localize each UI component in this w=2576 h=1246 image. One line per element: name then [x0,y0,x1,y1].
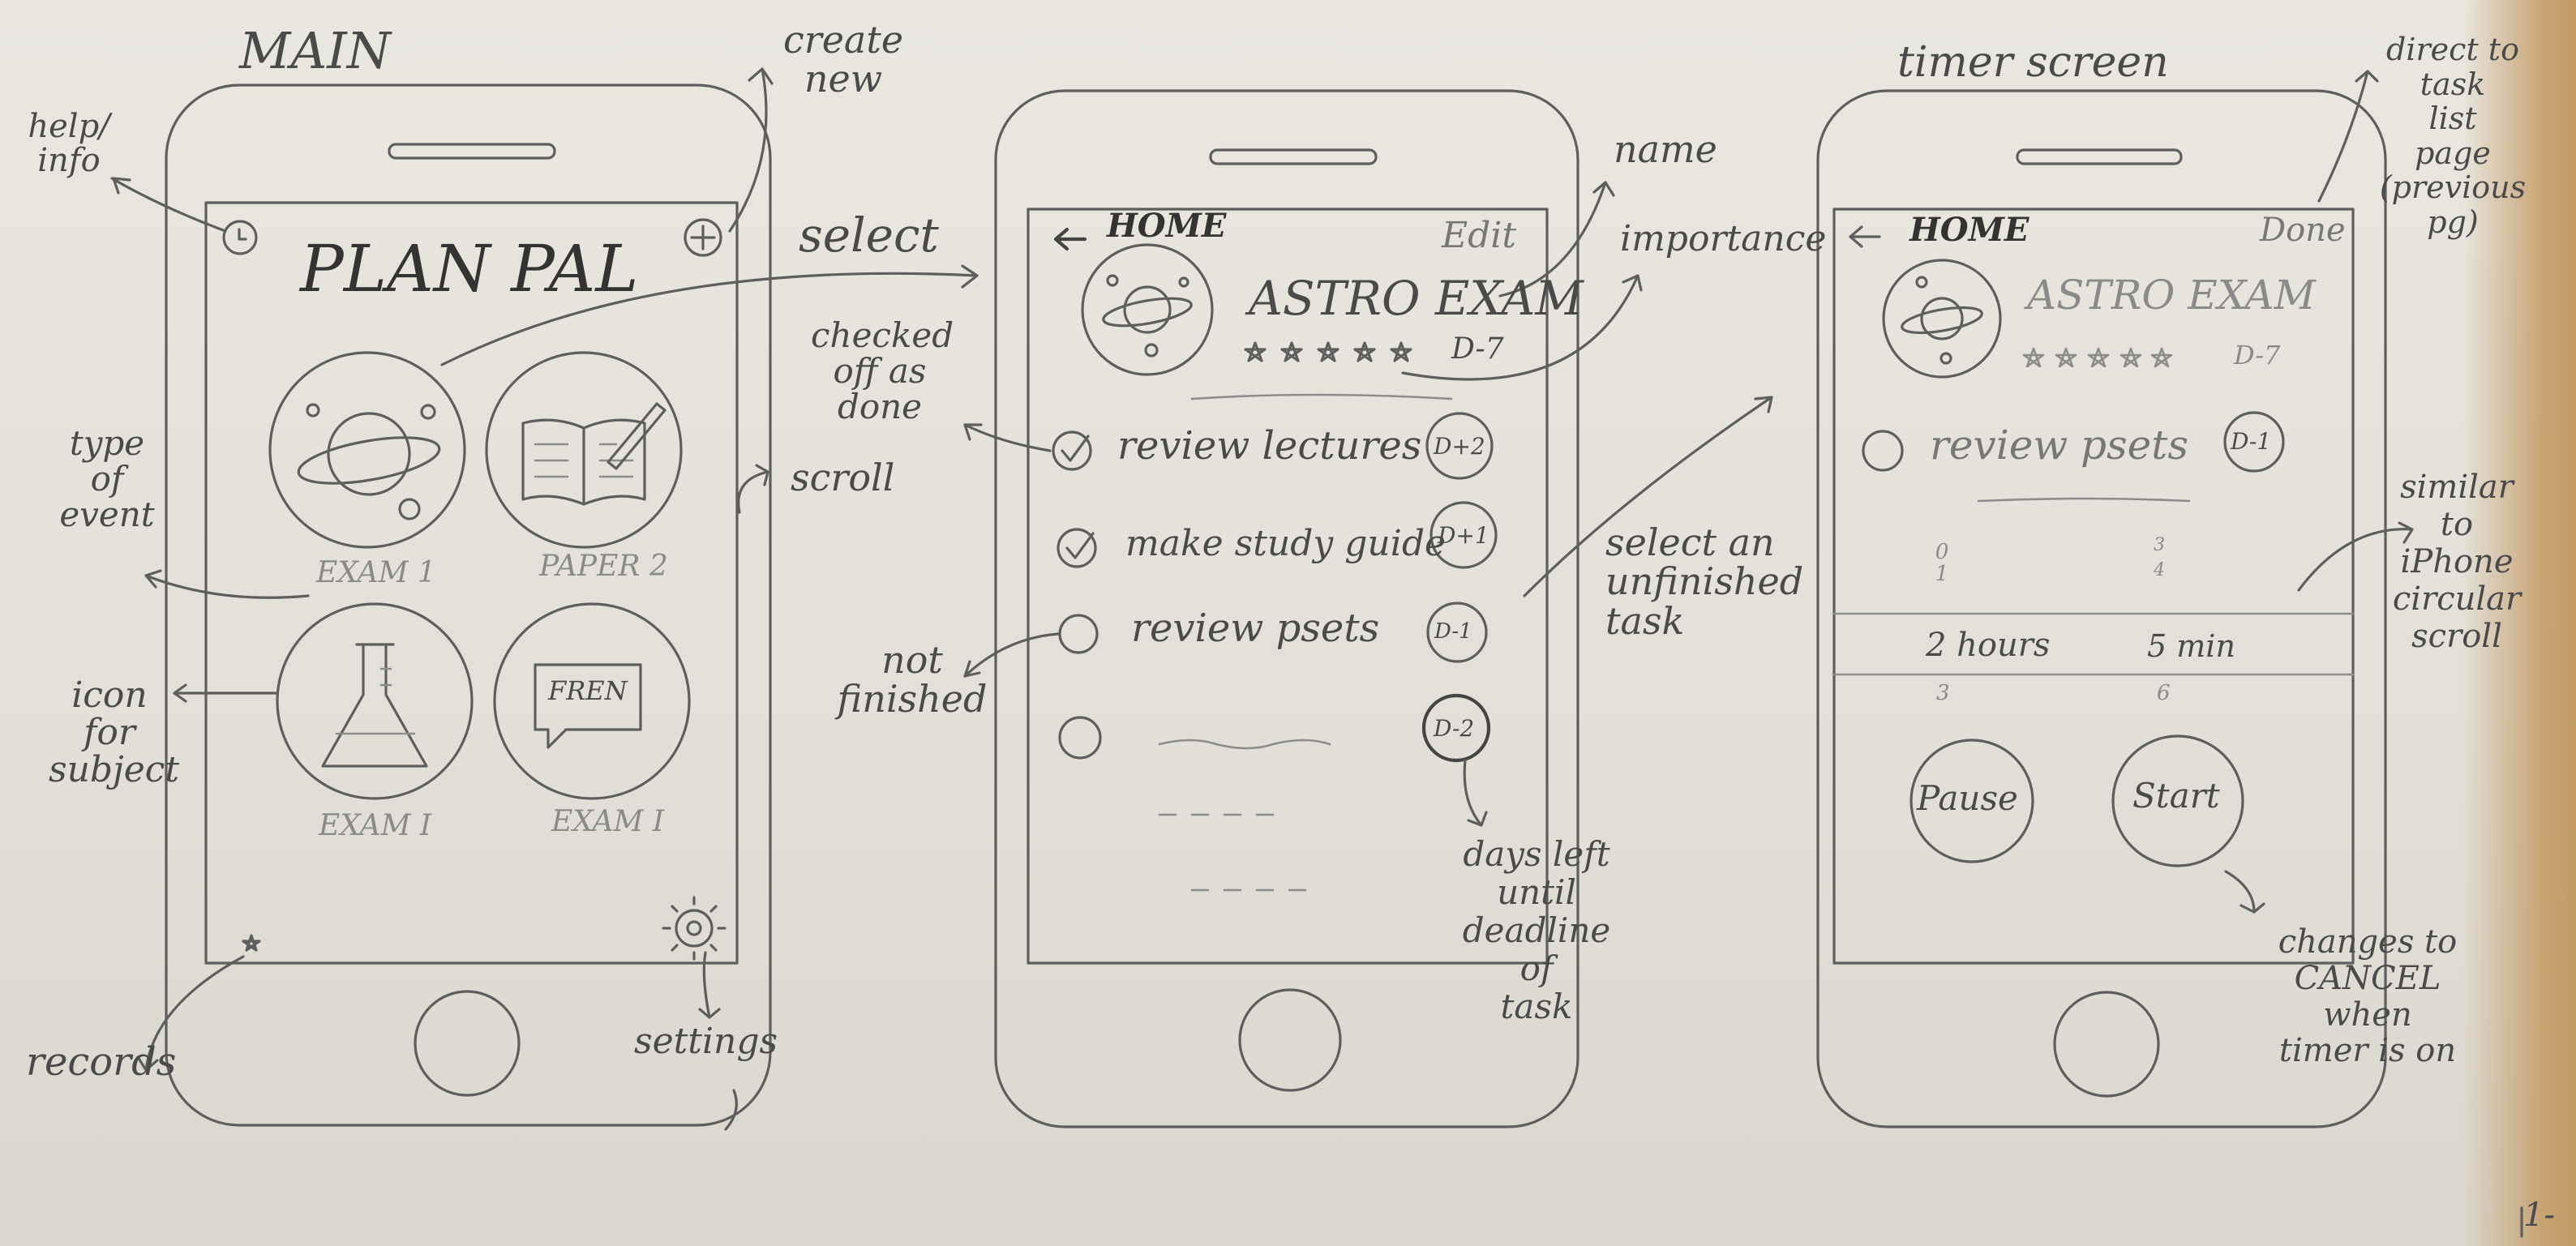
picker-hours-above[interactable]: 0 1 [1935,540,1949,587]
done-button[interactable]: Done [2260,212,2346,249]
task-placeholder-line [1158,739,1331,750]
annotation-select-unfinished: select an unfinished task [1605,520,1804,643]
days-badge-4-shape [1421,693,1491,763]
pause-button-shape [1909,739,2034,863]
back-home-link[interactable]: HOME [1909,211,2030,249]
settings-gear-icon[interactable] [662,896,727,961]
task-days-badge: D-1 [2231,428,2272,455]
event-days-left: D-7 [2234,340,2281,370]
annotation-icon-for-subject: icon for subject [49,674,180,791]
annotation-select: select [799,208,939,263]
days-badge-4: D-2 [1434,715,1475,742]
annotation-arrows [110,67,2523,1238]
annotation-name: name [1614,127,1717,171]
tile-exam-flask[interactable] [276,602,474,800]
tile-exam-french[interactable] [493,602,691,800]
event-avatar-planet [1882,259,2002,379]
task-checkbox[interactable] [1862,430,1904,472]
book-icon [521,402,667,506]
days-badge-shape [2223,411,2285,473]
task-checkbox-1[interactable] [1052,430,1092,471]
tile-paper2-book[interactable] [485,351,683,549]
back-arrow-icon[interactable] [1053,227,1087,251]
annotation-create-new: create new [782,18,904,101]
days-badge-3-shape [1426,602,1488,663]
annotation-importance: importance [1620,218,1827,259]
picker-hours-below[interactable]: 3 [1936,681,1950,705]
help-info-icon[interactable] [222,220,258,255]
task-checkbox-4[interactable] [1058,716,1102,760]
tile-label-paper2: PAPER 2 [539,550,668,583]
back-home-link[interactable]: HOME [1107,207,1227,245]
task-text: review psets [1930,422,2189,469]
page-number: 1- [2523,1197,2555,1234]
phone-main-frame [165,83,772,1127]
annotation-settings: settings [634,1021,778,1062]
phone-tasks-frame [994,89,1579,1128]
annotation-help-info: help/ info [28,108,110,179]
annotation-similar-to-iphone: similar to iPhone circular scroll [2392,469,2522,655]
annotation-days-left: days left until deadline of task [1462,834,1611,1027]
picker-minutes-selected[interactable]: 5 min [2147,628,2235,664]
event-name: ASTRO EXAM [2027,272,2316,319]
importance-stars [1244,341,1412,362]
event-avatar-planet [1081,243,1214,376]
main-screen-heading: MAIN [239,21,391,80]
picker-minutes-above[interactable]: 3 4 [2154,535,2165,580]
task-checkbox-2[interactable] [1057,528,1097,568]
home-button[interactable] [414,990,521,1097]
start-button[interactable]: Start [2132,776,2220,816]
importance-stars [2022,347,2173,368]
create-new-icon[interactable] [684,218,722,257]
home-button[interactable] [2053,991,2160,1098]
days-badge-1-shape [1425,412,1494,480]
tile-label-exam-french: EXAM I [551,805,665,838]
start-button-shape [2111,734,2244,867]
phone-timer-frame [1816,89,2387,1128]
home-button[interactable] [1238,988,1342,1092]
task-text-1[interactable]: review lectures [1117,423,1422,469]
annotation-changes-to-cancel: changes to CANCEL when timer is on [2278,923,2458,1070]
annotation-records: records [26,1039,177,1085]
records-star-icon[interactable] [242,934,261,952]
days-badge-1: D+2 [1434,433,1485,460]
task-text-2[interactable]: make study guide [1125,523,1447,564]
pause-button[interactable]: Pause [1917,778,2018,818]
annotation-checked-off: checked off as done [811,315,954,427]
table-surface [2462,0,2576,1246]
annotation-not-finished: not finished [837,638,988,721]
tile-label-exam1: EXAM 1 [316,556,436,589]
annotation-type-of-event: type of event [59,423,155,535]
picker-hours-selected[interactable]: 2 hours [1926,627,2051,664]
flask-icon [321,643,428,768]
speech-bubble-icon [534,663,642,749]
event-days-left: D-7 [1451,332,1504,366]
days-badge-2-shape [1429,501,1498,569]
annotation-scroll: scroll [791,456,895,499]
planet-icon [327,412,411,496]
back-arrow-icon[interactable] [1849,225,1881,248]
task-text-3[interactable]: review psets [1131,606,1380,651]
picker-minutes-below[interactable]: 6 [2157,681,2171,705]
timer-screen-heading: timer screen [1897,38,2169,87]
task-checkbox-3[interactable] [1058,614,1099,654]
edit-button[interactable]: Edit [1442,215,1517,256]
days-badge-3: D-1 [1434,619,1472,644]
app-title: PLAN PAL [300,231,639,306]
tile-exam1-planet[interactable] [268,351,466,549]
tile-label-exam-flask: EXAM I [319,809,432,842]
days-badge-2: D+1 [1438,522,1489,549]
event-name: ASTRO EXAM [1249,271,1584,326]
annotation-direct-to-task-list: direct to task list page (previous pg) [2379,32,2527,240]
speech-bubble-text: FREN [548,675,628,706]
